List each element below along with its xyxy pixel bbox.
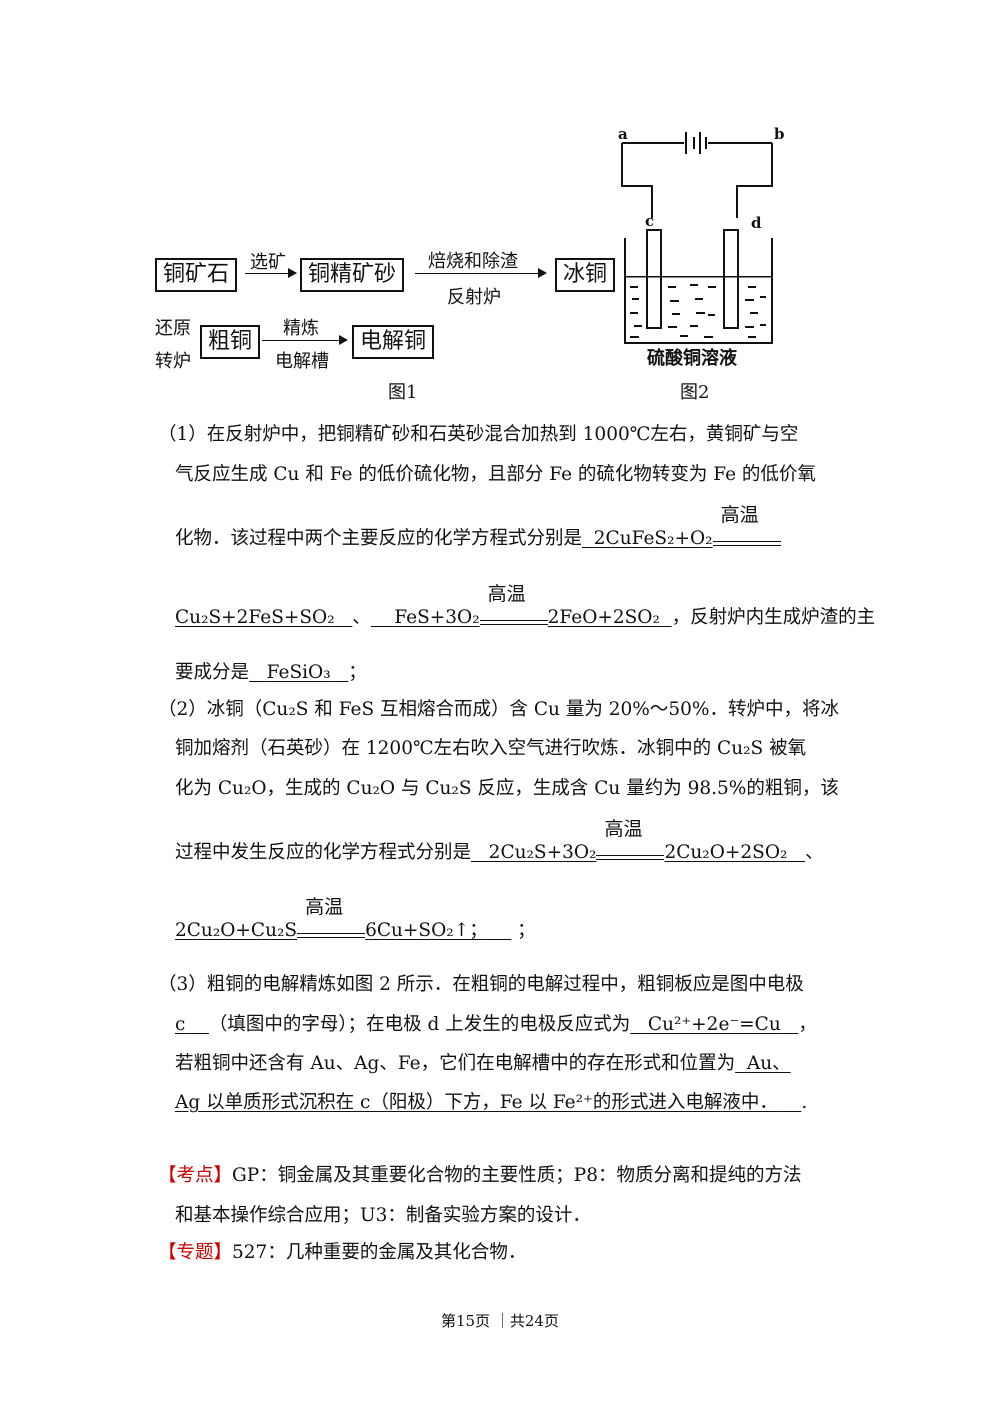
- q2-eq1b: 2Cu₂O+2SO₂: [664, 842, 788, 863]
- q2-line1: （2）冰铜（Cu₂S 和 FeS 互相熔合而成）含 Cu 量为 20%～50%．…: [158, 699, 839, 720]
- figure-2-electrolysis-diagram: [621, 132, 773, 344]
- kaodian-line1: 【考点】GP：铜金属及其重要化合物的主要性质；P8：物质分离和提纯的方法: [158, 1163, 801, 1189]
- q3-answer-reaction: Cu²⁺+2e⁻=Cu: [630, 1014, 798, 1035]
- zhuanti-text: 527：几种重要的金属及其化合物．: [232, 1242, 527, 1263]
- label-step4-bottom: 电解槽: [275, 351, 329, 372]
- arrow-2: [415, 268, 547, 278]
- q2-line4-text: 过程中发生反应的化学方程式分别是: [175, 842, 472, 863]
- label-step3-bottom: 转炉: [155, 351, 191, 372]
- q1-line4-tail: ，反射炉内生成炉渣的主: [671, 607, 876, 628]
- kaodian-text: GP：铜金属及其重要化合物的主要性质；P8：物质分离和提纯的方法: [232, 1165, 802, 1186]
- cond-label: 高温: [720, 504, 759, 526]
- q1-eq1a: 2CuFeS₂+O₂: [593, 528, 713, 549]
- label-b: b: [774, 125, 785, 143]
- q1-eq1b: Cu₂S+2FeS+SO₂: [175, 607, 335, 628]
- label-step3-top: 还原: [155, 318, 191, 339]
- q2-eq2a: 2Cu₂O+Cu₂S: [175, 920, 298, 941]
- label-d: d: [751, 214, 762, 232]
- wire-left: [621, 143, 653, 218]
- box-matte: 冰铜: [555, 258, 616, 292]
- q1-slag: FeSiO₃: [266, 662, 331, 683]
- arrow-3: [262, 335, 348, 345]
- q2-eq2b: 6Cu+SO₂↑；: [365, 920, 488, 941]
- q2-line5-tail: ；: [517, 920, 536, 941]
- q3-line4-tail: .: [801, 1092, 808, 1113]
- label-c: c: [645, 212, 655, 230]
- condition-high-temp: 高温: [479, 583, 548, 631]
- q1-eq2: FeS+3O₂ 高温 2FeO+2SO₂: [371, 583, 672, 631]
- q2-line4-tail: 、: [805, 842, 824, 863]
- q3-answer-part2: Ag 以单质形式沉积在 c（阳极）下方，Fe 以 Fe²⁺的形式进入电解液中．: [175, 1092, 801, 1113]
- q1-eq1-products: Cu₂S+2FeS+SO₂: [175, 607, 352, 628]
- cond-label: 高温: [487, 583, 526, 605]
- wire-right: [736, 143, 773, 218]
- q2-eq1: 2Cu₂S+3O₂ 高温 2Cu₂O+2SO₂: [471, 818, 805, 866]
- q3-ans1: c: [175, 1014, 186, 1035]
- condition-high-temp: 高温: [712, 504, 781, 552]
- q3-line1: （3）粗铜的电解精炼如图 2 所示．在粗铜的电解过程中，粗铜板应是图中电极: [158, 974, 804, 995]
- label-step2-top: 焙烧和除渣: [428, 251, 518, 272]
- q2-line4: 过程中发生反应的化学方程式分别是 2Cu₂S+3O₂ 高温 2Cu₂O+2SO₂ 、: [175, 818, 824, 866]
- q3-answer-electrode: c: [175, 1014, 209, 1035]
- kaodian-tag: 【考点】: [158, 1165, 233, 1186]
- q2-line2: 铜加熔剂（石英砂）在 1200℃左右吹入空气进行吹炼．冰铜中的 Cu₂S 被氧: [175, 738, 807, 759]
- q1-line3: 化物．该过程中两个主要反应的化学方程式分别是 2CuFeS₂+O₂ 高温: [175, 504, 781, 552]
- box-crude: 粗铜: [200, 325, 261, 359]
- box-ore: 铜矿石: [155, 258, 238, 292]
- q2-line5: 2Cu₂O+Cu₂S 高温 6Cu+SO₂↑； ；: [175, 896, 536, 944]
- q1-eq2a: FeS+3O₂: [394, 607, 480, 628]
- box-concentrate: 铜精矿砂: [300, 258, 405, 292]
- figure-2-caption: 图2: [680, 382, 710, 403]
- beaker: [624, 238, 773, 344]
- q3-line4: Ag 以单质形式沉积在 c（阳极）下方，Fe 以 Fe²⁺的形式进入电解液中． …: [175, 1090, 807, 1116]
- q1-line2: 气反应生成 Cu 和 Fe 的低价硫化物，且部分 Fe 的硫化物转变为 Fe 的…: [175, 464, 816, 485]
- q1-line3-text: 化物．该过程中两个主要反应的化学方程式分别是: [175, 528, 583, 549]
- q1-eq2b: 2FeO+2SO₂: [547, 607, 660, 628]
- q2-eq1a: 2Cu₂S+3O₂: [488, 842, 597, 863]
- cond-label: 高温: [305, 896, 344, 918]
- solution-label: 硫酸铜溶液: [647, 348, 737, 369]
- kaodian-line2: 和基本操作综合应用；U3：制备实验方案的设计．: [175, 1205, 591, 1226]
- q1-eq1-reactants: 2CuFeS₂+O₂: [582, 528, 713, 549]
- q3-line2-mid: （填图中的字母）；在电极 d 上发生的电极反应式为: [208, 1014, 631, 1035]
- q1-sep: 、: [352, 607, 371, 628]
- box-refined: 电解铜: [352, 325, 435, 359]
- condition-high-temp: 高温: [297, 896, 366, 944]
- q1-line4: Cu₂S+2FeS+SO₂ 、 FeS+3O₂ 高温 2FeO+2SO₂ ，反射炉内…: [175, 583, 876, 631]
- arrow-1: [245, 268, 297, 278]
- label-step1: 选矿: [250, 252, 286, 273]
- zhuanti-tag: 【专题】: [158, 1242, 233, 1263]
- q3-line2-tail: ，: [798, 1014, 817, 1035]
- condition-high-temp: 高温: [596, 818, 665, 866]
- q3-line3: 若粗铜中还含有 Au、Ag、Fe，它们在电解槽中的存在形式和位置为 Au、: [175, 1051, 791, 1077]
- q3-ans3b: Ag 以单质形式沉积在 c（阳极）下方，Fe 以 Fe²⁺的形式进入电解液中．: [175, 1092, 778, 1113]
- label-step2-bottom: 反射炉: [447, 287, 501, 308]
- solution-dashes: [626, 276, 771, 338]
- q1-line5-head: 要成分是: [175, 662, 250, 683]
- electrode-d: [723, 229, 739, 329]
- figure-1-caption: 图1: [388, 382, 418, 403]
- q3-answer-part1: Au、: [735, 1053, 791, 1074]
- q1-line5: 要成分是 FeSiO₃ ；: [175, 660, 367, 686]
- q3-line2: c （填图中的字母）；在电极 d 上发生的电极反应式为 Cu²⁺+2e⁻=Cu …: [175, 1012, 817, 1038]
- q3-line3-text: 若粗铜中还含有 Au、Ag、Fe，它们在电解槽中的存在形式和位置为: [175, 1053, 736, 1074]
- zhuanti-line: 【专题】527：几种重要的金属及其化合物．: [158, 1240, 526, 1266]
- electrode-c: [646, 229, 662, 329]
- q1-line1: （1）在反射炉中，把铜精矿砂和石英砂混合加热到 1000℃左右，黄铜矿与空: [158, 424, 799, 445]
- q2-line3: 化为 Cu₂O，生成的 Cu₂O 与 Cu₂S 反应，生成含 Cu 量约为 98…: [175, 778, 839, 799]
- q3-ans3a: Au、: [746, 1053, 791, 1074]
- liquid-surface: [626, 276, 771, 278]
- q1-line5-tail: ；: [348, 662, 367, 683]
- label-step4-top: 精炼: [283, 318, 319, 339]
- page-footer: 第15页 ｜共24页: [441, 1312, 559, 1330]
- label-a: a: [618, 125, 628, 143]
- cond-label: 高温: [604, 818, 643, 840]
- q2-eq2: 2Cu₂O+Cu₂S 高温 6Cu+SO₂↑；: [175, 896, 511, 944]
- q3-ans2: Cu²⁺+2e⁻=Cu: [647, 1014, 781, 1035]
- q1-answer-slag: FeSiO₃: [249, 662, 348, 683]
